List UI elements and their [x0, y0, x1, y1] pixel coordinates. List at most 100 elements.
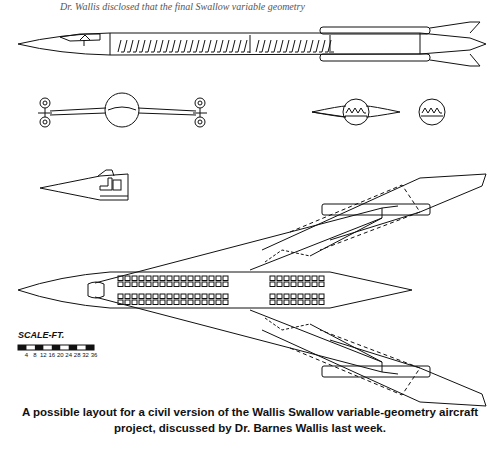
- scale-number: 12: [40, 352, 47, 358]
- seat-mark: [139, 276, 144, 281]
- seat-mark: [284, 300, 289, 305]
- seat-stroke: [130, 40, 133, 52]
- scale-number: 28: [74, 352, 81, 358]
- seat-mark: [118, 294, 123, 299]
- seat-stroke: [163, 52, 166, 53]
- seat-mark: [305, 294, 310, 299]
- seat-mark: [209, 276, 214, 281]
- seat-mark: [167, 294, 172, 299]
- scale-title: SCALE-FT.: [18, 330, 64, 340]
- seat-mark: [174, 282, 179, 287]
- seat-mark: [216, 282, 221, 287]
- seat-stroke: [235, 52, 238, 53]
- seat-stroke: [151, 52, 154, 53]
- seat-stroke: [307, 52, 310, 53]
- seat-stroke: [190, 40, 193, 52]
- seat-mark: [69, 345, 77, 350]
- seat-mark: [125, 294, 130, 299]
- seat-mark: [188, 276, 193, 281]
- seat-mark: [195, 300, 200, 305]
- seat-mark: [319, 294, 324, 299]
- seat-mark: [312, 294, 317, 299]
- cropped-heading: Dr. Wallis disclosed that the final Swal…: [60, 1, 305, 12]
- seat-stroke: [172, 40, 175, 52]
- seat-stroke: [226, 40, 229, 52]
- seat-stroke: [205, 52, 208, 53]
- seat-stroke: [295, 52, 298, 53]
- seat-mark: [270, 276, 275, 281]
- seat-mark: [181, 282, 186, 287]
- seat-mark: [223, 294, 228, 299]
- seat-stroke: [208, 40, 211, 52]
- scale-number: 24: [65, 352, 72, 358]
- front-view: [38, 93, 207, 127]
- seat-stroke: [142, 40, 145, 52]
- seat-stroke: [214, 40, 217, 52]
- seat-stroke: [193, 52, 196, 53]
- seat-stroke: [271, 52, 274, 53]
- seat-stroke: [148, 40, 151, 52]
- seat-mark: [312, 300, 317, 305]
- seat-stroke: [199, 52, 202, 53]
- plan-view: [18, 174, 486, 406]
- seat-mark: [270, 294, 275, 299]
- seat-mark: [277, 300, 282, 305]
- seat-stroke: [304, 40, 307, 52]
- seat-mark: [132, 276, 137, 281]
- seat-stroke: [325, 52, 328, 53]
- seat-mark: [153, 282, 158, 287]
- seat-mark: [216, 276, 221, 281]
- seat-stroke: [220, 40, 223, 52]
- seat-stroke: [241, 52, 244, 53]
- seat-stroke: [280, 40, 283, 52]
- seat-stroke: [136, 40, 139, 52]
- seat-mark: [160, 276, 165, 281]
- seat-mark: [312, 282, 317, 287]
- seat-stroke: [256, 40, 259, 52]
- seat-mark: [312, 276, 317, 281]
- figure-caption: A possible layout for a civil version of…: [10, 404, 490, 436]
- scale-number: 36: [91, 352, 98, 358]
- seat-mark: [291, 294, 296, 299]
- seat-mark: [270, 300, 275, 305]
- seat-mark: [298, 276, 303, 281]
- seat-stroke: [166, 40, 169, 52]
- scale-number: 16: [48, 352, 55, 358]
- seat-mark: [174, 294, 179, 299]
- seat-mark: [209, 300, 214, 305]
- seat-stroke: [202, 40, 205, 52]
- side-view: [18, 22, 486, 66]
- seat-mark: [139, 282, 144, 287]
- seat-mark: [181, 276, 186, 281]
- seat-stroke: [124, 40, 127, 52]
- seat-stroke: [259, 52, 262, 53]
- seat-stroke: [160, 40, 163, 52]
- seat-mark: [195, 294, 200, 299]
- seat-mark: [223, 276, 228, 281]
- seat-stroke: [265, 52, 268, 53]
- seat-mark: [298, 282, 303, 287]
- seat-mark: [125, 282, 130, 287]
- seat-mark: [277, 294, 282, 299]
- seat-mark: [160, 282, 165, 287]
- seat-mark: [125, 276, 130, 281]
- seat-mark: [18, 345, 26, 350]
- seat-mark: [202, 300, 207, 305]
- seat-stroke: [274, 40, 277, 52]
- seat-mark: [153, 276, 158, 281]
- seat-stroke: [187, 52, 190, 53]
- seat-mark: [181, 294, 186, 299]
- seat-stroke: [283, 52, 286, 53]
- seat-stroke: [298, 40, 301, 52]
- seat-mark: [298, 294, 303, 299]
- seat-mark: [174, 300, 179, 305]
- seat-mark: [132, 294, 137, 299]
- seat-stroke: [331, 52, 334, 53]
- seat-stroke: [292, 40, 295, 52]
- seat-mark: [153, 300, 158, 305]
- seat-stroke: [169, 52, 172, 53]
- seat-stroke: [310, 40, 313, 52]
- seat-stroke: [145, 52, 148, 53]
- seat-stroke: [154, 40, 157, 52]
- seat-stroke: [211, 52, 214, 53]
